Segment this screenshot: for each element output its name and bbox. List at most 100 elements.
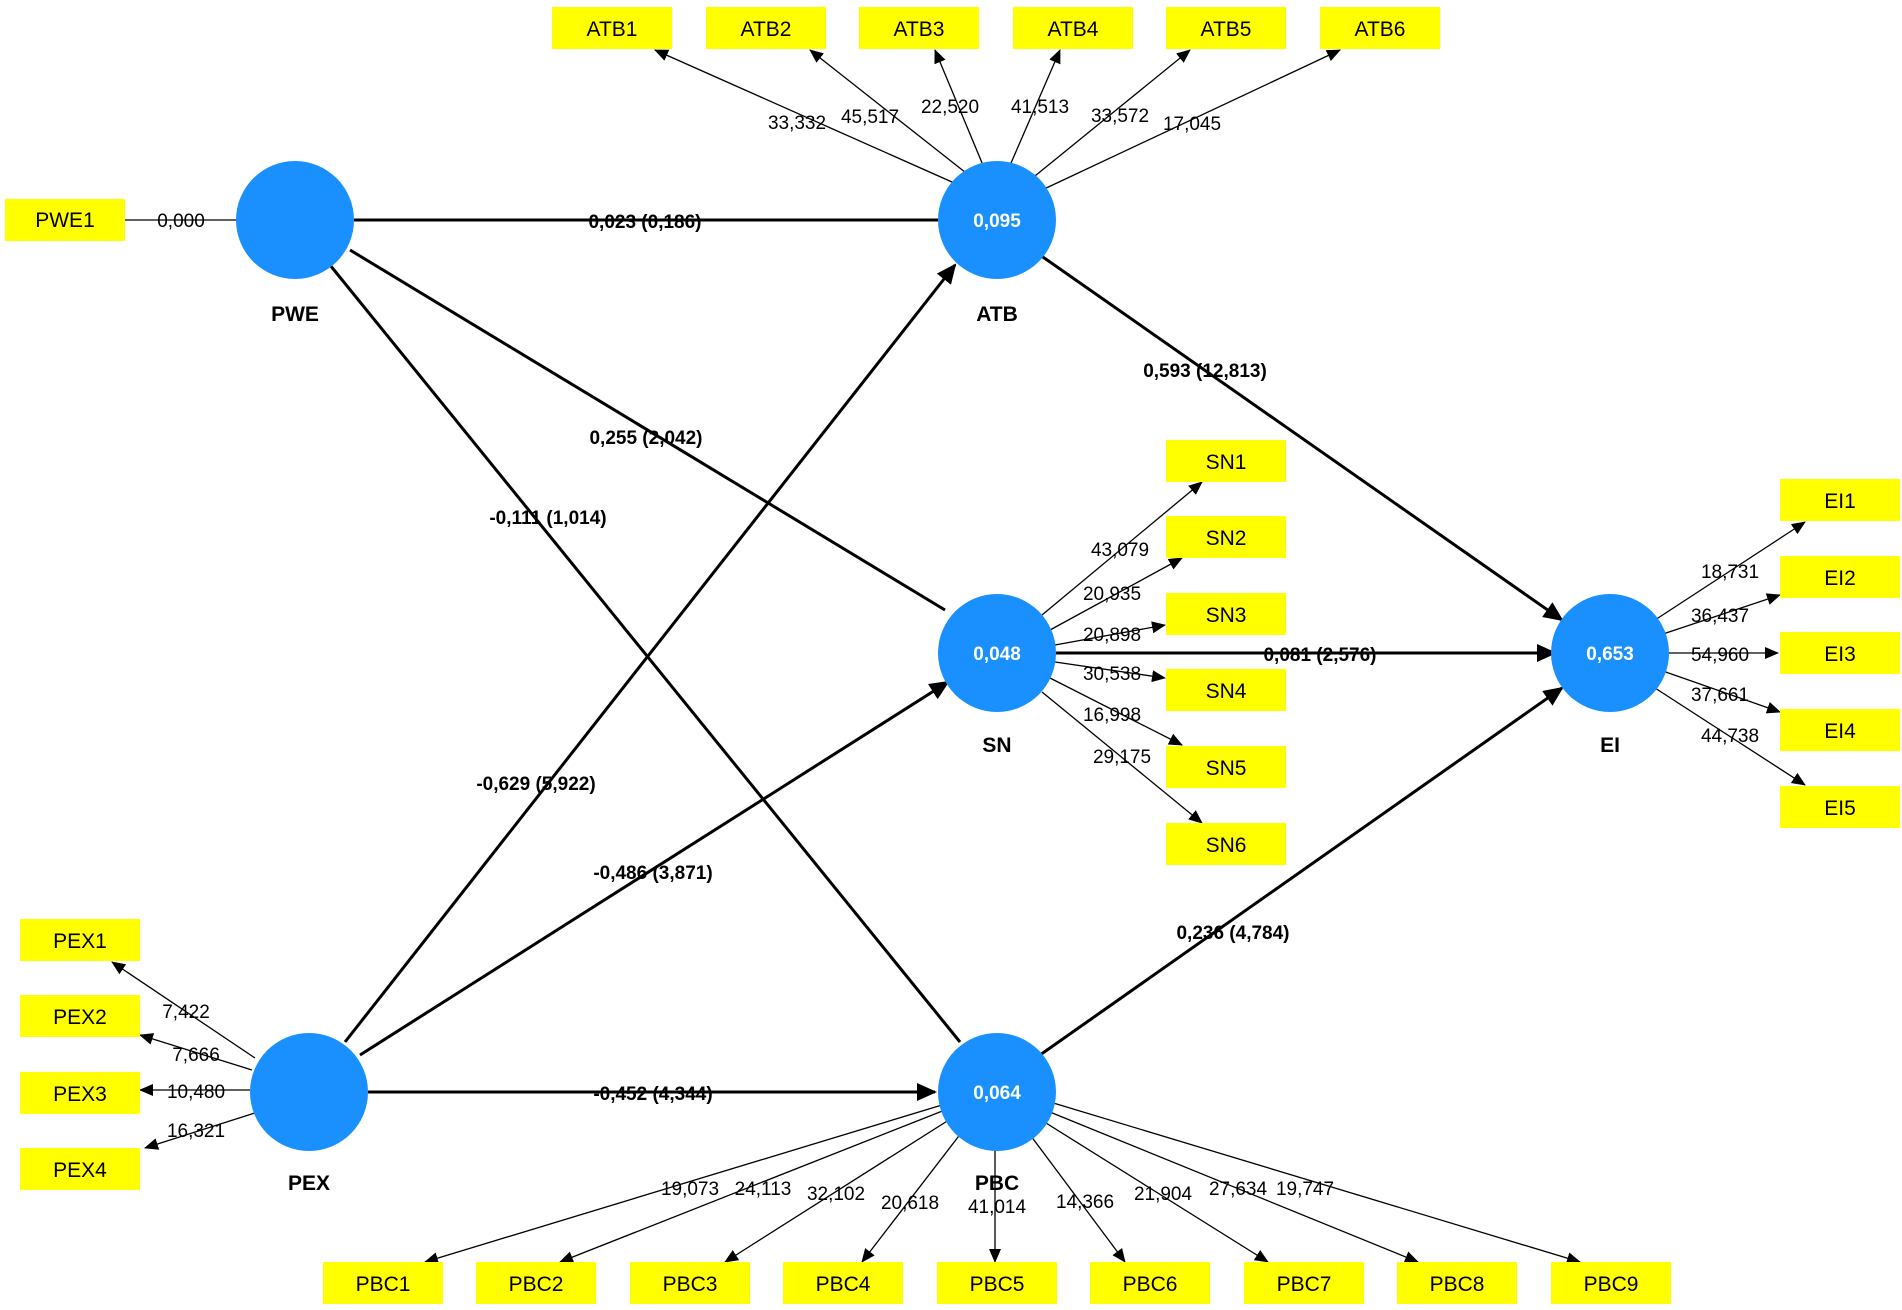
loading-line-PBC4	[861, 1127, 966, 1263]
indicators: PWE1 ATB1 ATB2 ATB3 ATB4 ATB5 ATB6 SN1 S…	[5, 7, 1900, 1304]
indicator-PBC4[interactable]: PBC4	[783, 1262, 903, 1304]
loading-ATB3: 22,520	[921, 97, 979, 118]
loading-PEX2: 7,666	[172, 1045, 220, 1066]
loading-PEX1: 7,422	[162, 1002, 210, 1023]
indicator-PBC9[interactable]: PBC9	[1551, 1262, 1671, 1304]
loading-line-ATB2	[809, 49, 976, 181]
indicator-PBC5[interactable]: PBC5	[937, 1262, 1057, 1304]
indicator-label: PBC4	[816, 1273, 871, 1296]
latent-label-PEX: PEX	[288, 1172, 330, 1195]
loading-PEX3: 10,480	[167, 1082, 225, 1103]
loading-PBC8: 27,634	[1209, 1179, 1268, 1200]
indicator-SN1[interactable]: SN1	[1166, 440, 1286, 482]
indicator-label: EI4	[1824, 720, 1856, 743]
indicator-label: ATB5	[1201, 18, 1252, 41]
loading-EI1: 18,731	[1701, 562, 1759, 583]
indicator-PEX2[interactable]: PEX2	[20, 995, 140, 1037]
latent-r2-PBC: 0,064	[973, 1083, 1021, 1104]
loading-EI2: 36,437	[1691, 606, 1749, 627]
indicator-PEX1[interactable]: PEX1	[20, 919, 140, 961]
loading-line-SN1	[1041, 481, 1203, 616]
loading-ATB2: 45,517	[841, 107, 899, 128]
latent-r2-ATB: 0,095	[973, 211, 1021, 232]
indicator-SN3[interactable]: SN3	[1166, 593, 1286, 635]
loading-line-PEX2	[139, 1033, 253, 1071]
latent-circle-PEX[interactable]	[250, 1033, 368, 1151]
indicator-label: PBC7	[1277, 1273, 1332, 1296]
indicator-label: PWE1	[35, 209, 95, 232]
indicator-PBC1[interactable]: PBC1	[323, 1262, 443, 1304]
loading-SN2: 20,935	[1083, 584, 1141, 605]
latent-PWE[interactable]: PWE	[236, 161, 354, 326]
loading-SN4: 30,538	[1083, 664, 1141, 685]
indicator-PBC2[interactable]: PBC2	[476, 1262, 596, 1304]
loading-line-EI4	[1659, 669, 1781, 714]
latent-circle-SN[interactable]	[938, 594, 1056, 712]
indicator-EI3[interactable]: EI3	[1780, 632, 1900, 674]
indicator-EI4[interactable]: EI4	[1780, 709, 1900, 751]
indicator-PEX3[interactable]: PEX3	[20, 1072, 140, 1114]
latent-label-PWE: PWE	[271, 303, 319, 326]
indicator-PWE1[interactable]: PWE1	[5, 199, 125, 241]
latent-circle-ATB[interactable]	[938, 161, 1056, 279]
loading-PBC9: 19,747	[1276, 1179, 1334, 1200]
indicator-ATB3[interactable]: ATB3	[859, 7, 979, 49]
loading-SN6: 29,175	[1093, 747, 1151, 768]
loading-line-EI2	[1659, 593, 1781, 636]
loading-labels: 0,000 33,332 45,517 22,520 41,513 33,572…	[157, 97, 1759, 1218]
latent-SN[interactable]: 0,048 SN	[938, 594, 1056, 757]
loading-PBC5: 41,014	[968, 1197, 1027, 1218]
loading-line-PBC6	[1024, 1127, 1126, 1263]
indicator-label: PBC9	[1584, 1273, 1639, 1296]
indicator-label: SN5	[1206, 757, 1247, 780]
latent-PBC[interactable]: 0,064 PBC	[938, 1033, 1056, 1195]
loading-ATB5: 33,572	[1091, 106, 1149, 127]
loading-SN5: 16,998	[1083, 705, 1141, 726]
indicator-SN6[interactable]: SN6	[1166, 823, 1286, 865]
loading-line-PEX4	[144, 1111, 259, 1150]
indicator-ATB2[interactable]: ATB2	[706, 7, 826, 49]
indicator-EI2[interactable]: EI2	[1780, 556, 1900, 598]
path-label-ATB-EI: 0,593 (12,813)	[1143, 361, 1267, 382]
indicator-label: PEX4	[53, 1159, 107, 1182]
indicator-PBC6[interactable]: PBC6	[1090, 1262, 1210, 1304]
indicator-SN5[interactable]: SN5	[1166, 746, 1286, 788]
latent-EI[interactable]: 0,653 EI	[1551, 594, 1669, 757]
latent-circle-EI[interactable]	[1551, 594, 1669, 712]
loading-line-SN3	[1054, 621, 1166, 646]
structural-paths	[328, 218, 1564, 1101]
latent-circle-PWE[interactable]	[236, 161, 354, 279]
loading-PBC1: 19,073	[661, 1179, 719, 1200]
indicator-EI5[interactable]: EI5	[1780, 786, 1900, 828]
indicator-label: PEX3	[53, 1083, 107, 1106]
indicator-ATB1[interactable]: ATB1	[552, 7, 672, 49]
loading-line-PBC7	[1037, 1117, 1269, 1263]
path-PWE-SN	[349, 248, 946, 612]
latent-ATB[interactable]: 0,095 ATB	[938, 161, 1056, 326]
path-PEX-SN	[359, 680, 950, 1057]
indicator-PBC3[interactable]: PBC3	[630, 1262, 750, 1304]
path-ATB-EI	[1039, 253, 1564, 622]
indicator-EI1[interactable]: EI1	[1780, 479, 1900, 521]
indicator-ATB6[interactable]: ATB6	[1320, 7, 1440, 49]
path-PEX-ATB	[343, 263, 957, 1043]
latent-r2-EI: 0,653	[1586, 644, 1634, 665]
indicator-PBC8[interactable]: PBC8	[1397, 1262, 1517, 1304]
path-label-PWE-ATB: 0,023 (0,186)	[588, 212, 701, 233]
indicator-SN4[interactable]: SN4	[1166, 669, 1286, 711]
loading-line-PEX1	[111, 961, 256, 1059]
latent-circle-PBC[interactable]	[938, 1033, 1056, 1151]
indicator-PEX4[interactable]: PEX4	[20, 1148, 140, 1190]
indicator-label: PBC2	[509, 1273, 564, 1296]
indicator-ATB4[interactable]: ATB4	[1013, 7, 1133, 49]
indicator-label: ATB4	[1048, 18, 1099, 41]
indicator-SN2[interactable]: SN2	[1166, 516, 1286, 558]
indicator-label: PBC3	[663, 1273, 718, 1296]
loading-SN1: 43,079	[1091, 540, 1149, 561]
indicator-ATB5[interactable]: ATB5	[1166, 7, 1286, 49]
indicator-label: SN1	[1206, 451, 1247, 474]
indicator-PBC7[interactable]: PBC7	[1244, 1262, 1364, 1304]
loading-line-PBC3	[724, 1117, 953, 1263]
indicator-label: EI5	[1824, 797, 1856, 820]
latent-PEX[interactable]: PEX	[250, 1033, 368, 1195]
